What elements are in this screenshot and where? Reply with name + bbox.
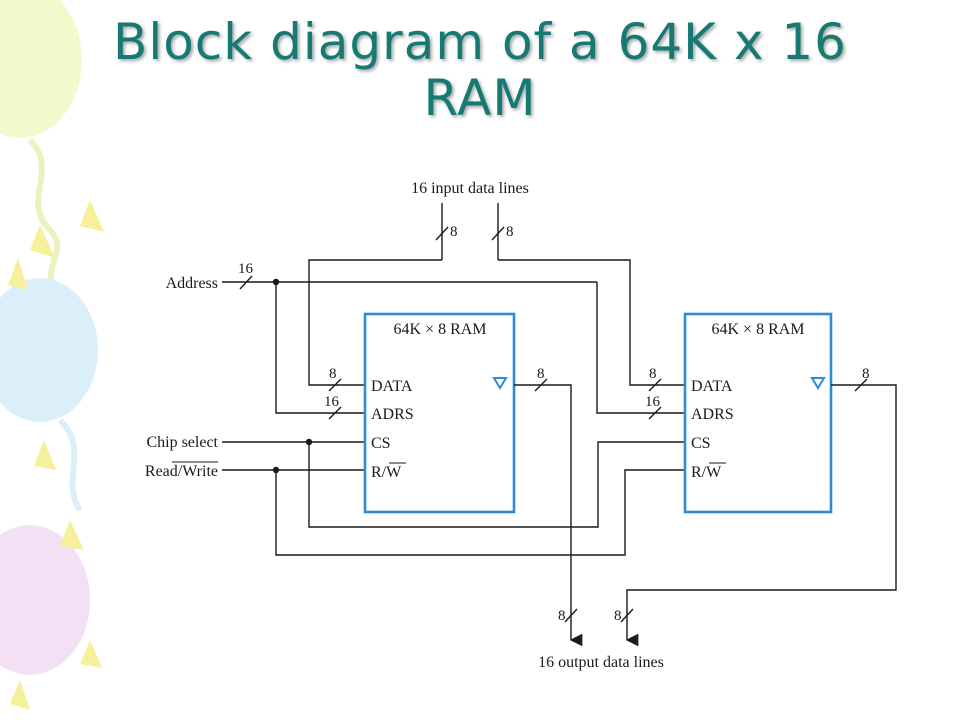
data-out-wire-a — [514, 384, 583, 647]
ram-chip-a — [363, 312, 516, 514]
bus-width-slash — [328, 378, 342, 392]
chip-select-label: Chip select — [146, 434, 218, 451]
address-wire-a — [275, 282, 365, 414]
ram-chip-a-cs-pin: CS — [371, 435, 391, 452]
ram-chip-b-data-pin: DATA — [691, 378, 733, 395]
ram-chip-b — [683, 312, 833, 514]
ram-chip-b-rw-pin: R/W — [691, 464, 722, 481]
balloon-string — [27, 137, 61, 292]
input-bus-width-right: 8 — [506, 224, 514, 240]
bus-width-slash — [534, 378, 548, 392]
address-wire-b — [596, 282, 685, 414]
ram-chip-b-cs-pin: CS — [691, 435, 711, 452]
slide-title: Block diagram of a 64K x 16 RAM — [0, 14, 960, 126]
confetti-shape — [80, 640, 102, 668]
pink-balloon — [0, 525, 90, 675]
ram-chip-b-adrs-width: 16 — [645, 394, 661, 410]
data-out-wire-b — [625, 384, 897, 647]
balloon-string — [57, 417, 83, 512]
ram-chip-a-adrs-pin: ADRS — [371, 406, 414, 423]
confetti-shape — [80, 200, 104, 232]
bus-width-slash — [564, 608, 578, 623]
bus-width-slash — [648, 406, 662, 420]
bus-width-slash — [328, 406, 342, 420]
data-in-wire-b — [498, 259, 685, 386]
ram-chip-b-adrs-pin: ADRS — [691, 406, 734, 423]
yellow-balloon — [0, 0, 82, 138]
bus-width-slash — [620, 608, 634, 623]
bus-width-slash — [648, 378, 662, 392]
address-bus-width: 16 — [238, 261, 254, 277]
read-write-label-text: Read/Write — [145, 463, 218, 480]
blue-balloon — [0, 278, 98, 422]
confetti-shape — [60, 520, 84, 550]
read-write-wire-b — [275, 469, 685, 556]
confetti-shape — [10, 680, 30, 710]
slide-title-line-1: Block diagram of a 64K x 16 — [113, 13, 847, 71]
ram-chip-b-title: 64K × 8 RAM — [711, 321, 804, 338]
chip-select-wire-b — [308, 441, 685, 528]
ram-chip-a-title: 64K × 8 RAM — [393, 321, 486, 338]
ram-chip-a-output-triangle-icon — [492, 377, 508, 390]
bus-width-slash — [491, 226, 505, 241]
input-data-lines-label: 16 input data lines — [411, 180, 529, 197]
bus-width-slash — [239, 275, 253, 290]
ram-chip-a-data-pin: DATA — [371, 378, 413, 395]
slide-title-line-2: RAM — [423, 69, 537, 127]
confetti-shape — [30, 225, 55, 258]
input-bus-width-left: 8 — [450, 224, 458, 240]
ram-chip-b-data-width: 8 — [649, 366, 657, 382]
ram-chip-a-data-width: 8 — [329, 366, 337, 382]
ram-chip-a-rw-pin: R/W — [371, 464, 402, 481]
bus-width-slash — [435, 226, 449, 241]
address-label: Address — [166, 275, 218, 292]
ram-chip-a-adrs-width: 16 — [324, 394, 340, 410]
read-write-label: Read/Write — [145, 463, 218, 480]
output-bus-width-left: 8 — [558, 608, 566, 624]
confetti-shape — [34, 440, 56, 470]
output-data-lines-label: 16 output data lines — [538, 654, 664, 671]
output-bus-width-right: 8 — [614, 608, 622, 624]
ram-chip-a-out-width: 8 — [537, 366, 545, 382]
confetti-shape — [8, 258, 28, 290]
ram-chip-b-output-triangle-icon — [810, 377, 826, 390]
bus-width-slash — [854, 378, 868, 392]
data-in-wire-a — [308, 259, 442, 386]
ram-chip-b-out-width: 8 — [862, 366, 870, 382]
